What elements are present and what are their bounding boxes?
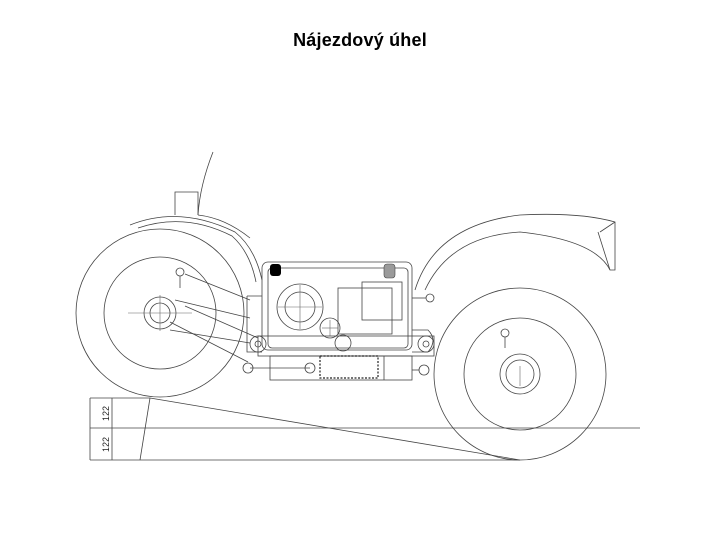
front-linkage — [169, 267, 259, 363]
front-fender — [129, 216, 263, 281]
page-title: Nájezdový úhel — [293, 30, 427, 50]
ramp-and-ground — [89, 397, 640, 461]
filler-cap-dark — [270, 264, 281, 276]
hood-line — [197, 214, 251, 239]
exhaust-pipe — [197, 151, 214, 216]
under-assembly — [242, 335, 435, 381]
filler-cap-gray — [383, 263, 396, 279]
rear-fender — [414, 213, 616, 291]
dimension-lower: 122 — [101, 437, 111, 452]
front-wheel — [75, 228, 245, 398]
engine-block — [246, 261, 435, 353]
rear-wheel — [433, 287, 607, 461]
cab-outline — [174, 191, 199, 215]
dimension-upper: 122 — [101, 406, 111, 421]
